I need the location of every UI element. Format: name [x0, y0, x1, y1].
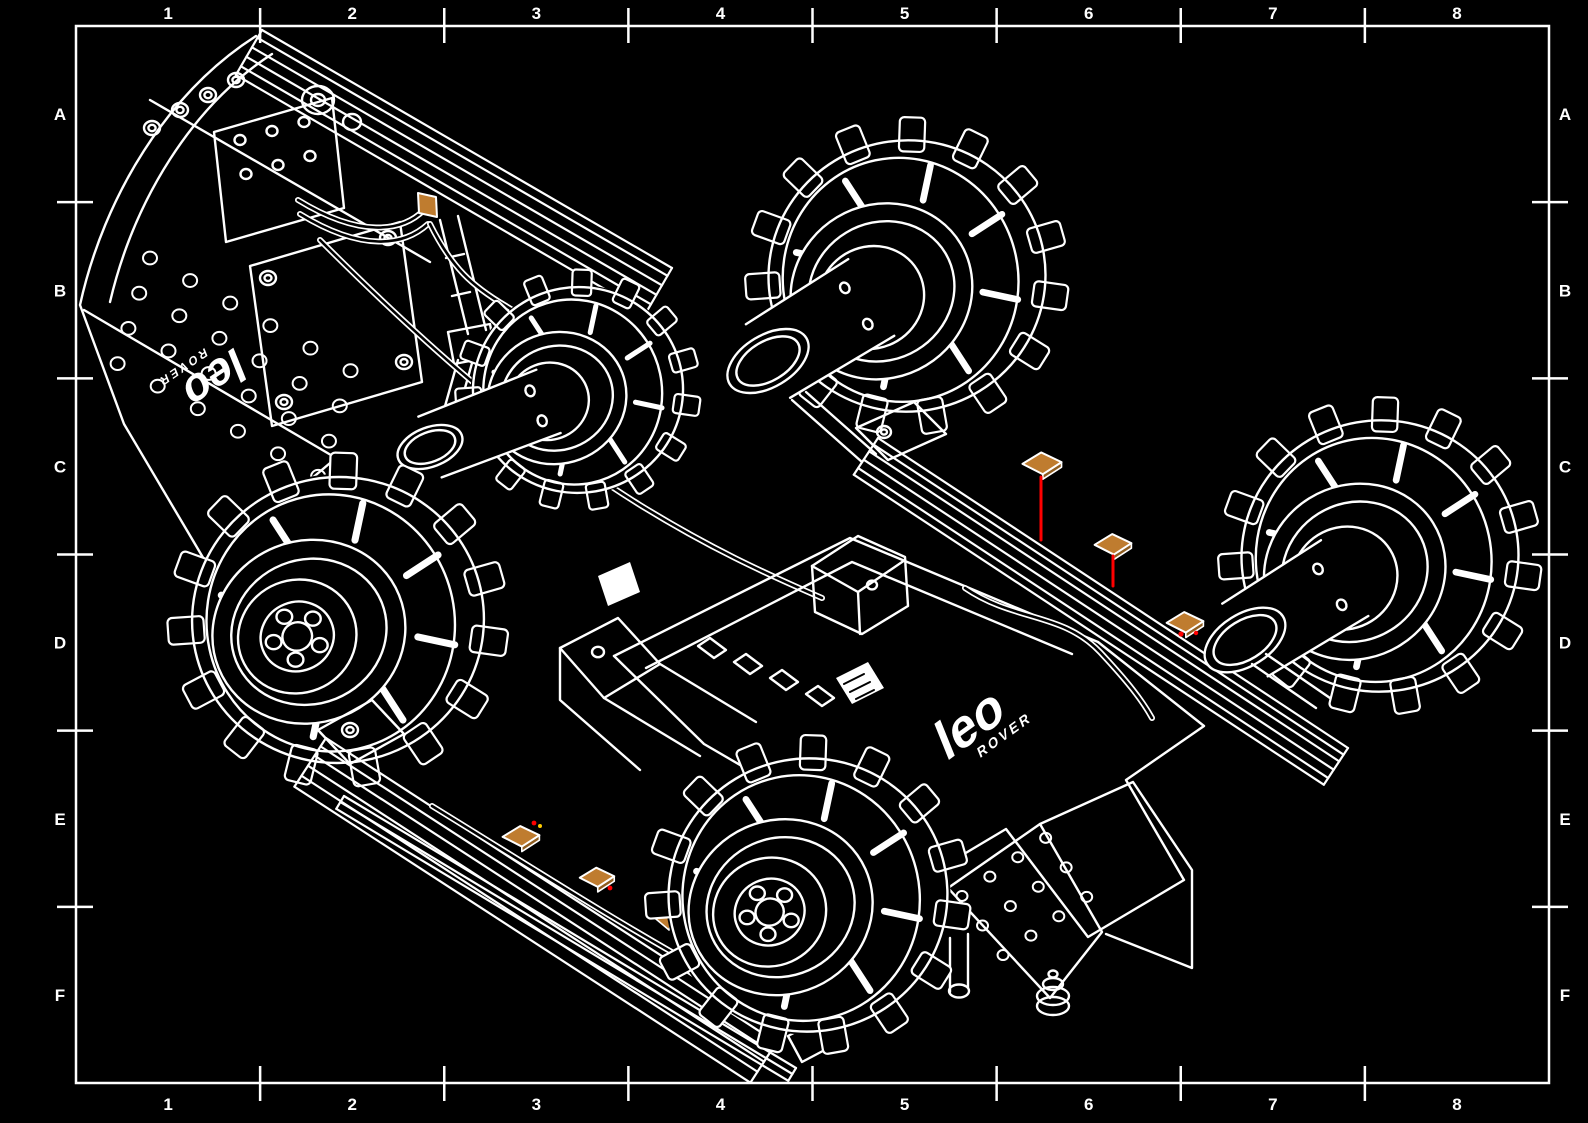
rear-cables [962, 585, 1155, 721]
highlight-pad-rail-right-1 [1021, 451, 1063, 481]
bracket-holes [955, 831, 1094, 962]
highlight-pad-rail-left-1 [501, 825, 541, 853]
rear-bracket-plate [946, 780, 1194, 1017]
main-body [558, 534, 1206, 939]
grid-label-row-right: F [1560, 986, 1570, 1005]
highlight-pad-rail-right-2 [1093, 533, 1133, 561]
grid-label-row-right: E [1559, 810, 1570, 829]
grid-label-col-top: 4 [716, 4, 726, 23]
grid-label-col-top: 3 [532, 4, 541, 23]
grid-label-col-top: 8 [1452, 4, 1461, 23]
grid-ticks [57, 8, 1568, 1101]
wheel-rear-left [166, 451, 510, 788]
grid-label-col-top: 7 [1268, 4, 1277, 23]
wheel-front-left [396, 268, 702, 511]
grid-label-col-bottom: 4 [716, 1095, 726, 1114]
fender-edge-bolts [142, 71, 363, 137]
rail-right-bracket [854, 400, 948, 462]
grid-label-col-bottom: 6 [1084, 1095, 1093, 1114]
wheel-rear-right [1203, 396, 1543, 715]
highlight-pad-front-cable [417, 192, 438, 218]
highlighted-pads-right [1021, 451, 1205, 639]
grid-label-col-top: 2 [347, 4, 356, 23]
grid-label-col-top: 6 [1084, 4, 1093, 23]
left-rail-cable [429, 803, 703, 971]
fender-holes [109, 250, 359, 484]
grid-label-row-right: D [1559, 634, 1571, 653]
rear-right-arm [1250, 652, 1332, 710]
rover-exploded-view [78, 28, 1543, 1084]
wheel-front-right [726, 116, 1070, 435]
grid-label-row-left: D [54, 634, 66, 653]
electronics-board [598, 562, 836, 708]
grid-label-col-bottom: 8 [1452, 1095, 1461, 1114]
fender-plate [78, 34, 432, 568]
grid-label-col-top: 1 [163, 4, 172, 23]
grid-label-row-left: F [55, 986, 65, 1005]
front-right-arm [790, 390, 878, 464]
grid-label-row-right: A [1559, 105, 1571, 124]
grid-label-row-left: C [54, 457, 66, 476]
grid-label-col-bottom: 7 [1268, 1095, 1277, 1114]
rail-right [852, 436, 1350, 786]
grid-label-col-bottom: 2 [347, 1095, 356, 1114]
wheel-front-centre [643, 733, 972, 1055]
grid-label-col-bottom: 3 [532, 1095, 541, 1114]
grid-label-row-left: E [54, 810, 65, 829]
grid-label-row-left: B [54, 281, 66, 300]
grid-label-col-bottom: 1 [163, 1095, 172, 1114]
highlight-pad-rail-right-3 [1165, 611, 1205, 639]
grid-label-col-bottom: 5 [900, 1095, 909, 1114]
grid-label-row-right: B [1559, 281, 1571, 300]
highlight-pad-rail-left-2 [578, 866, 616, 893]
electronics-label [836, 662, 884, 704]
grid-label-row-right: C [1559, 457, 1571, 476]
grid-label-row-left: A [54, 105, 66, 124]
grid-label-col-top: 5 [900, 4, 909, 23]
